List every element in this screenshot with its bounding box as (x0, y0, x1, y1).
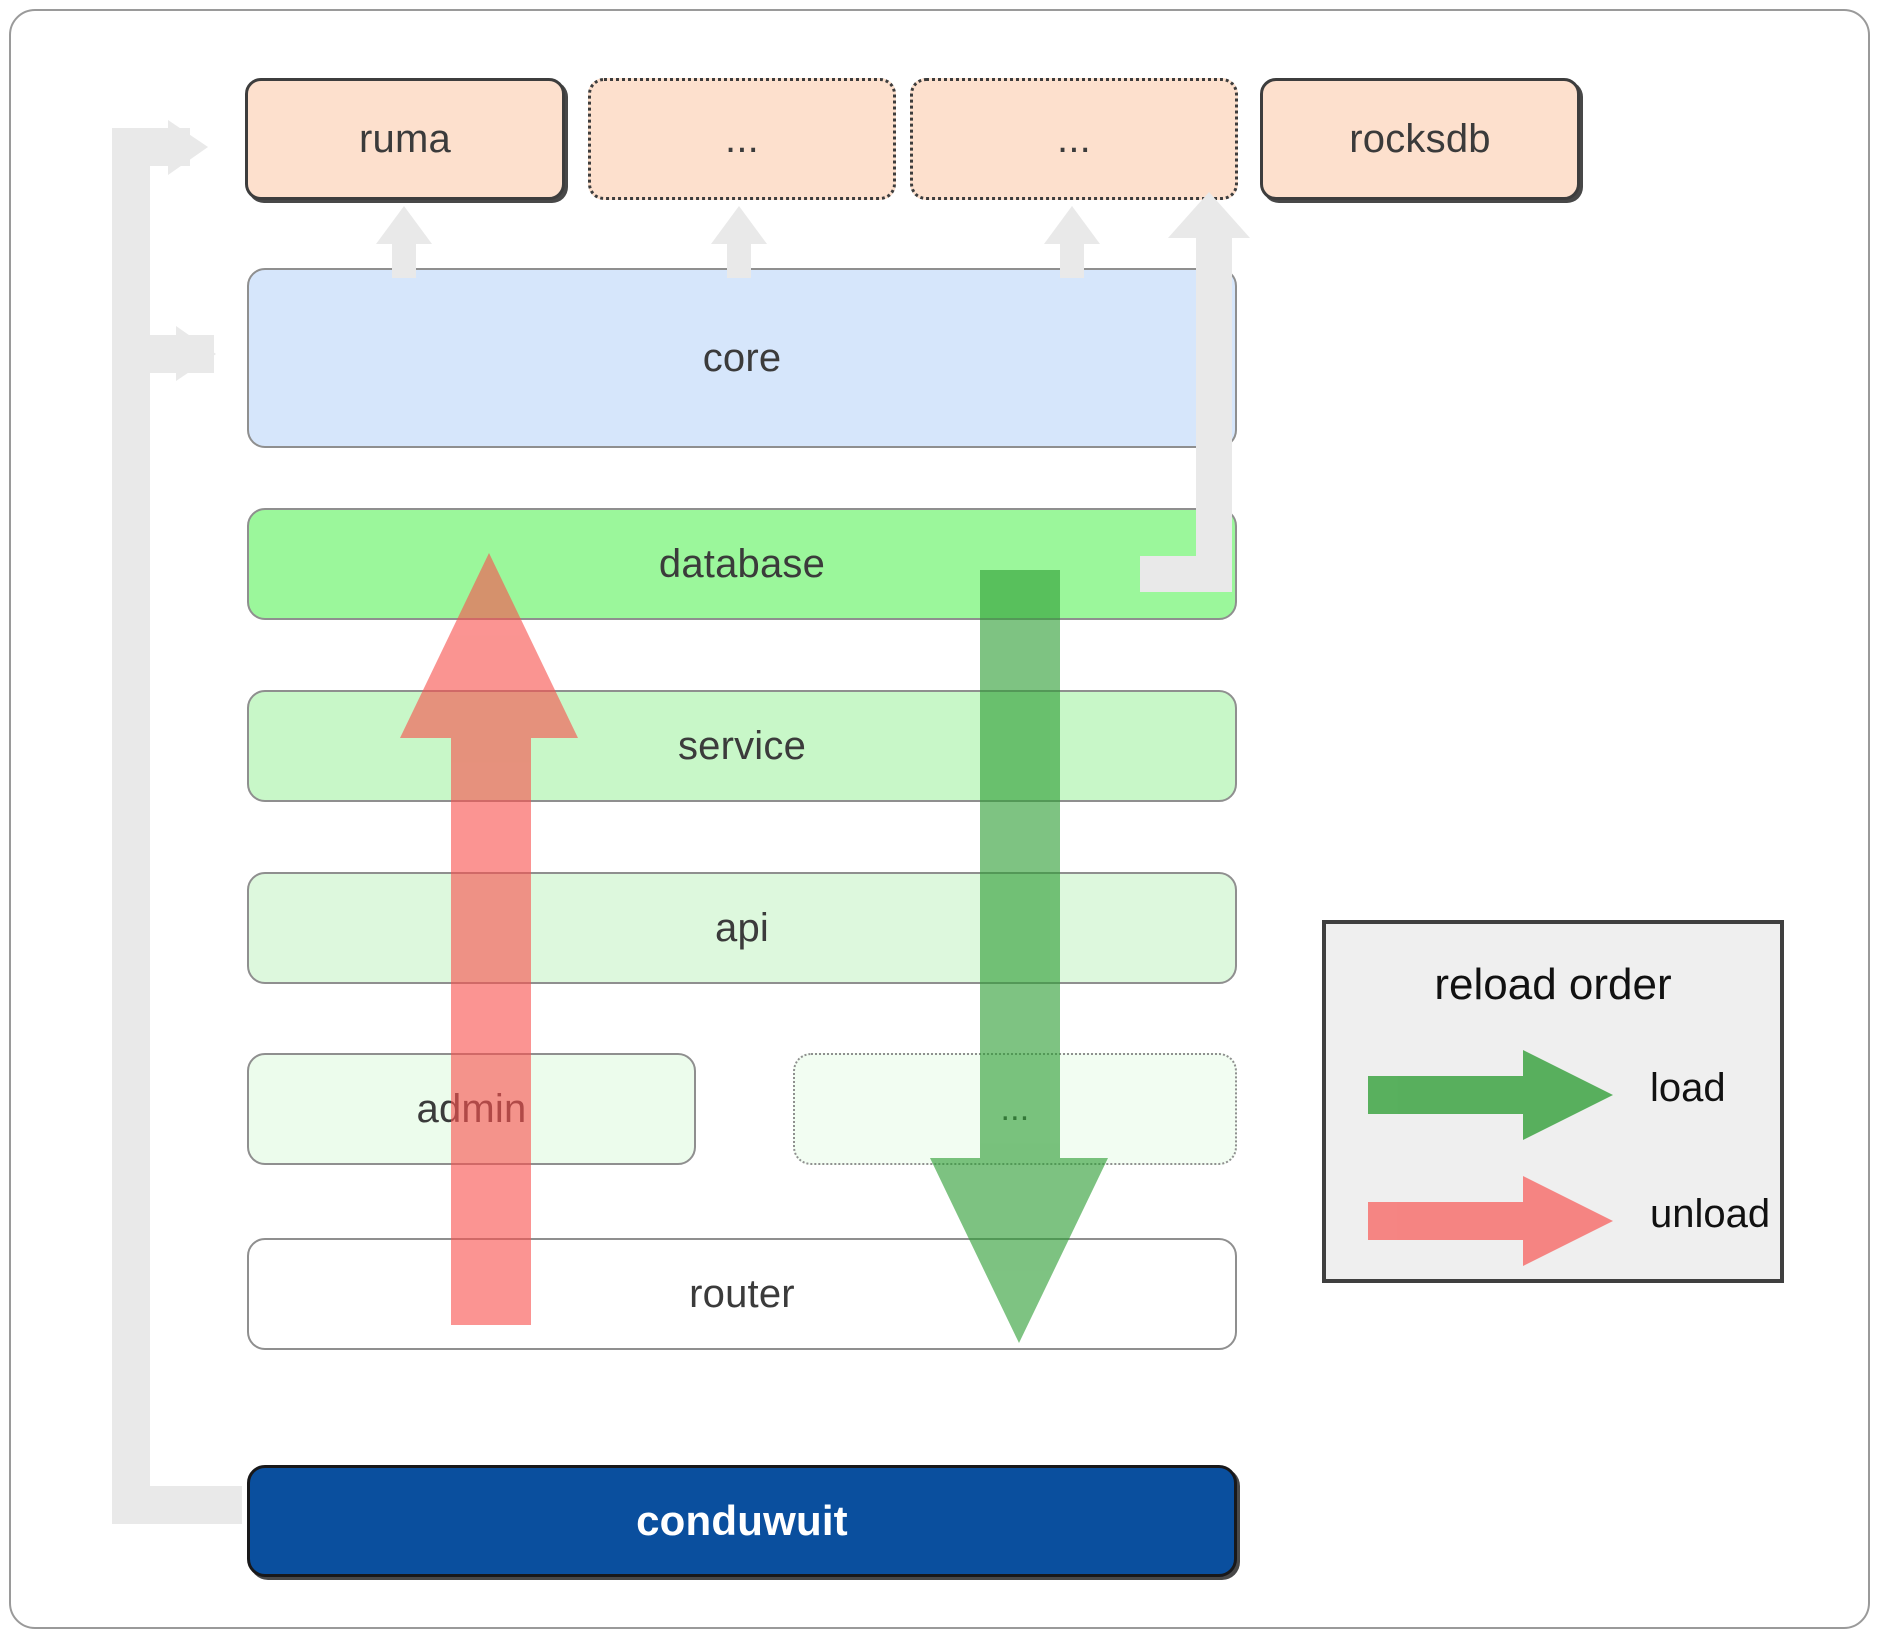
module-box-ruma[interactable]: ruma (245, 78, 565, 200)
app-label: conduwuit (636, 1497, 848, 1544)
diagram-outer-panel (9, 9, 1870, 1629)
layer-label: core (702, 335, 782, 380)
legend-row-load: load (1326, 1050, 1780, 1140)
legend-panel: reload order load unload (1322, 920, 1784, 1283)
layer-box-core[interactable]: core (247, 268, 1237, 448)
layer-label: database (658, 541, 826, 586)
module-label: ... (1057, 116, 1091, 161)
layer-label: admin (416, 1086, 527, 1131)
layer-label: ... (1000, 1089, 1030, 1128)
module-label: ruma (359, 116, 451, 161)
module-box-ellipsis-2[interactable]: ... (910, 78, 1238, 200)
layer-label: router (689, 1271, 795, 1316)
layer-label: service (677, 723, 807, 768)
legend-title: reload order (1434, 960, 1672, 1009)
legend-load-arrow-icon (1368, 1050, 1613, 1140)
app-box-conduwuit[interactable]: conduwuit (247, 1465, 1237, 1577)
layer-box-api[interactable]: api (247, 872, 1237, 984)
legend-label-load: load (1650, 1066, 1726, 1110)
module-box-ellipsis-1[interactable]: ... (588, 78, 896, 200)
layer-box-admin[interactable]: admin (247, 1053, 696, 1165)
module-label: ... (725, 116, 759, 161)
layer-label: api (715, 905, 769, 950)
layer-box-ellipsis[interactable]: ... (793, 1053, 1237, 1165)
layer-box-service[interactable]: service (247, 690, 1237, 802)
module-label: rocksdb (1349, 116, 1491, 161)
module-box-rocksdb[interactable]: rocksdb (1260, 78, 1580, 200)
legend-unload-arrow-icon (1368, 1176, 1613, 1266)
layer-box-database[interactable]: database (247, 508, 1237, 620)
layer-box-router[interactable]: router (247, 1238, 1237, 1350)
legend-label-unload: unload (1650, 1192, 1771, 1236)
legend-row-unload: unload (1326, 1176, 1780, 1266)
